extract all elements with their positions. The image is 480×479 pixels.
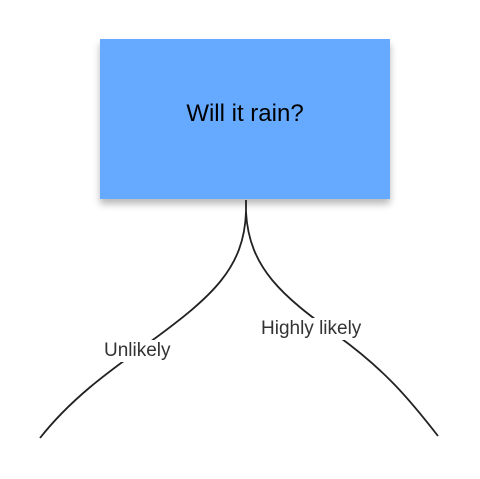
branch-label-highly-likely: Highly likely — [259, 318, 364, 340]
root-node-label: Will it rain? — [186, 100, 304, 127]
root-node[interactable]: Will it rain? — [100, 39, 390, 199]
branch-label-unlikely: Unlikely — [102, 340, 173, 362]
branch-line-left — [39, 211, 247, 439]
